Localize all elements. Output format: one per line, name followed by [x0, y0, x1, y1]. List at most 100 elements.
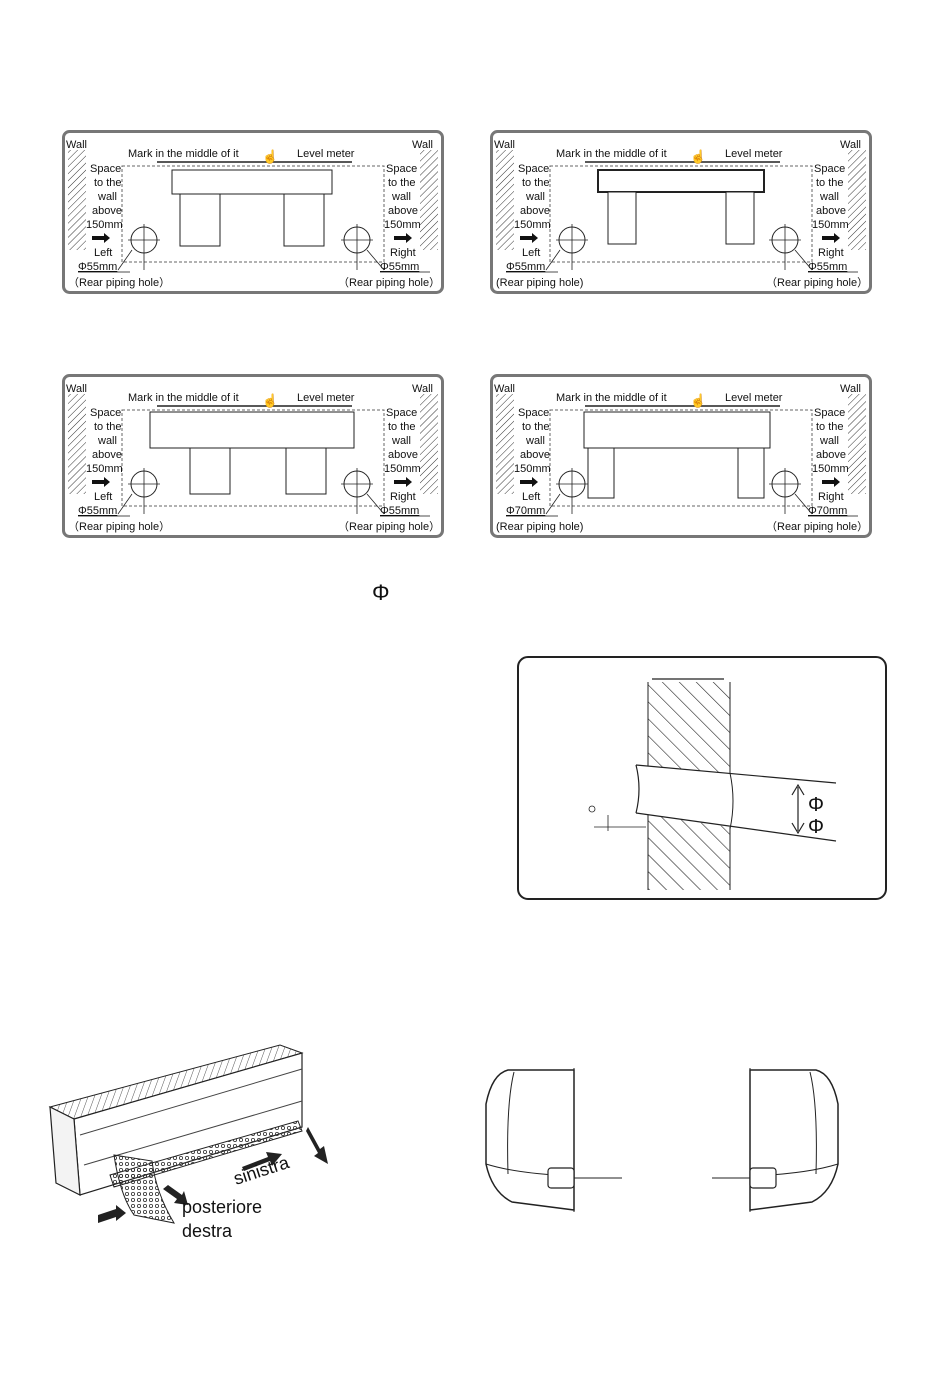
rear-hole-left-label: (Rear piping hole) [496, 277, 583, 289]
svg-text:to the: to the [522, 177, 550, 189]
arrow-left-icon [92, 233, 110, 243]
panel-mid-right: Wall Wall Mark in the middle of it Level… [490, 374, 872, 539]
mounting-plate [149, 411, 355, 495]
phi-symbol: Φ [372, 580, 390, 605]
svg-text:to the: to the [94, 177, 122, 189]
svg-text:above: above [388, 205, 418, 217]
wall-right-label: Wall [840, 139, 861, 151]
mounting-plate [171, 169, 333, 247]
svg-text:to the: to the [816, 421, 844, 433]
dashed-outline [549, 409, 813, 507]
wall-hatch-left [496, 150, 514, 250]
hand-icon: ☝ [262, 148, 278, 165]
svg-text:150mm: 150mm [514, 463, 551, 475]
svg-text:150mm: 150mm [812, 463, 849, 475]
mounting-plate-diagram: Wall Wall Mark in the middle of it Level… [490, 130, 872, 294]
rear-hole-left-label: （Rear piping hole） [68, 276, 170, 289]
rear-hole-right-label: （Rear piping hole） [766, 276, 868, 289]
svg-text:above: above [816, 449, 846, 461]
mark-middle-label: Mark in the middle of it [556, 392, 667, 404]
side-view-right [712, 1064, 852, 1214]
svg-text:Space: Space [518, 407, 549, 419]
wall-hatch-left [496, 394, 514, 494]
svg-text:wall: wall [391, 435, 411, 447]
svg-text:to the: to the [94, 421, 122, 433]
piping-hole-right [769, 224, 813, 271]
arrow-right-icon [394, 477, 412, 487]
piping-hole-right [769, 468, 813, 515]
panel-top-left: Wall Wall Mark in the middle of it Level… [62, 130, 444, 295]
arrow-left-icon [520, 233, 538, 243]
svg-text:150mm: 150mm [384, 219, 421, 231]
right-diameter: Φ55mm [380, 505, 419, 517]
pipe-bundle [109, 1120, 303, 1188]
pipe-bottom-line [635, 812, 837, 842]
mark-middle-label: Mark in the middle of it [128, 148, 239, 160]
wall-hatch-right [848, 150, 866, 250]
space-right-text: Space to the wall above 150mm [384, 163, 421, 231]
space-right-text: Space to the wall above 150mm [384, 407, 421, 475]
wall-hatch-right [848, 394, 866, 494]
wall-hatch-left [68, 150, 86, 250]
level-meter-label: Level meter [725, 148, 783, 160]
phi-top-label: Φ [808, 794, 824, 816]
hand-icon: ☝ [690, 148, 706, 165]
mark-middle-label: Mark in the middle of it [556, 148, 667, 160]
mounting-plate [597, 169, 765, 245]
rear-hole-right-label: （Rear piping hole） [338, 520, 440, 533]
level-meter-label: Level meter [297, 148, 355, 160]
panel-top-right: Wall Wall Mark in the middle of it Level… [490, 130, 872, 295]
panel-frame [490, 130, 872, 294]
svg-text:wall: wall [97, 191, 117, 203]
wall-right-label: Wall [840, 383, 861, 395]
arrow-down-icon [163, 1185, 188, 1205]
svg-text:above: above [520, 205, 550, 217]
rear-hole-left-label: (Rear piping hole) [496, 521, 583, 533]
svg-text:Space: Space [386, 163, 417, 175]
mounting-plate-diagram: Wall Wall Mark in the middle of it Level… [62, 130, 444, 294]
svg-text:wall: wall [97, 435, 117, 447]
svg-text:to the: to the [388, 177, 416, 189]
arrow-left-icon [98, 1205, 126, 1223]
svg-text:Space: Space [518, 163, 549, 175]
hand-icon: ☝ [262, 392, 278, 409]
dashed-outline [121, 409, 385, 507]
knockout-left [547, 1167, 575, 1189]
left-diameter: Φ70mm [506, 505, 545, 517]
svg-text:wall: wall [391, 191, 411, 203]
svg-text:to the: to the [522, 421, 550, 433]
panel-mid-left: Wall Wall Mark in the middle of it Level… [62, 374, 444, 539]
left-label: Left [522, 247, 540, 259]
left-diameter: Φ55mm [78, 505, 117, 517]
space-right-text: Space to the wall above 150mm [812, 163, 849, 231]
right-label: Right [818, 491, 844, 503]
piping-hole-left [117, 224, 160, 271]
right-label: Right [390, 247, 416, 259]
space-left-text: Space to the wall above 150mm [86, 407, 123, 475]
dashed-outline [549, 165, 813, 263]
arrow-right-icon [822, 233, 840, 243]
rear-hole-right-label: （Rear piping hole） [338, 276, 440, 289]
sinistra-label: sinistra [231, 1152, 292, 1189]
pipe-top-line [635, 764, 837, 784]
svg-text:150mm: 150mm [384, 463, 421, 475]
wall-hatch-right [420, 150, 438, 250]
svg-text:Space: Space [90, 163, 121, 175]
right-diameter: Φ70mm [808, 505, 847, 517]
right-label: Right [818, 247, 844, 259]
wall-hatch-right [420, 394, 438, 494]
dashed-outline [121, 165, 385, 263]
left-diameter: Φ55mm [506, 261, 545, 273]
wall-section-diagram: Φ Φ [516, 655, 888, 901]
leader-line-left [574, 1176, 624, 1182]
svg-text:above: above [520, 449, 550, 461]
rear-hole-right-label: （Rear piping hole） [766, 520, 868, 533]
space-left-text: Space to the wall above 150mm [86, 163, 123, 231]
mounting-plate [583, 411, 771, 499]
wall-left-label: Wall [494, 383, 515, 395]
svg-text:to the: to the [816, 177, 844, 189]
left-label: Left [522, 491, 540, 503]
hand-icon: ☝ [690, 392, 706, 409]
svg-text:above: above [92, 449, 122, 461]
svg-text:150mm: 150mm [86, 219, 123, 231]
